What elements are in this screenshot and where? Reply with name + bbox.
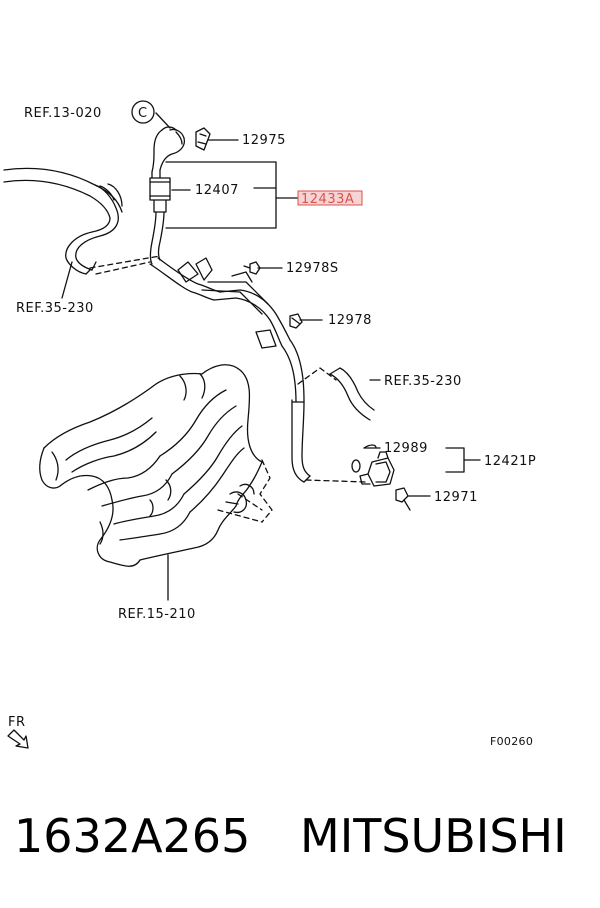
label-figure-code: F00260 — [490, 735, 533, 748]
label-fr: FR — [8, 715, 26, 730]
label-12989: 12989 — [384, 441, 428, 456]
brand-name: MITSUBISHI — [300, 809, 567, 863]
screw-12971 — [395, 487, 411, 511]
circle-c-marker — [131, 100, 155, 124]
clamp-12975 — [195, 127, 211, 151]
part-number: 1632A265 — [14, 809, 251, 863]
label-ref-35-230-right: REF.35-230 — [384, 374, 462, 389]
intake-manifold — [39, 364, 263, 567]
bolt-12978s — [243, 261, 261, 275]
front-arrow-icon — [7, 729, 29, 749]
left-hose — [3, 167, 123, 275]
label-12433a: 12433A — [301, 192, 354, 207]
dashed-lines — [89, 255, 367, 523]
solenoid-valve — [351, 444, 395, 487]
label-circle-c: C — [138, 106, 148, 121]
label-12975: 12975 — [242, 133, 286, 148]
label-12978: 12978 — [328, 313, 372, 328]
leader-lines — [61, 112, 481, 601]
bolt-12978 — [289, 313, 303, 329]
label-12407: 12407 — [195, 183, 239, 198]
footer: 1632A265 MITSUBISHI — [0, 800, 600, 880]
elbow-connector — [151, 126, 186, 173]
label-ref-35-230-left: REF.35-230 — [16, 301, 94, 316]
bracket-12433a — [165, 161, 299, 229]
parts-diagram: REF.13-020 C 12975 12407 12433A 12978S 1… — [3, 100, 536, 749]
label-12421p: 12421P — [484, 454, 536, 469]
tube-assembly-12433a — [149, 257, 311, 483]
label-ref-15-210: REF.15-210 — [118, 607, 196, 622]
label-12971: 12971 — [434, 490, 478, 505]
filter-12407 — [149, 169, 171, 265]
highlight-12433a — [297, 190, 363, 206]
label-ref-13-020: REF.13-020 — [24, 106, 102, 121]
label-12978s: 12978S — [286, 261, 339, 276]
right-hose — [329, 367, 375, 421]
